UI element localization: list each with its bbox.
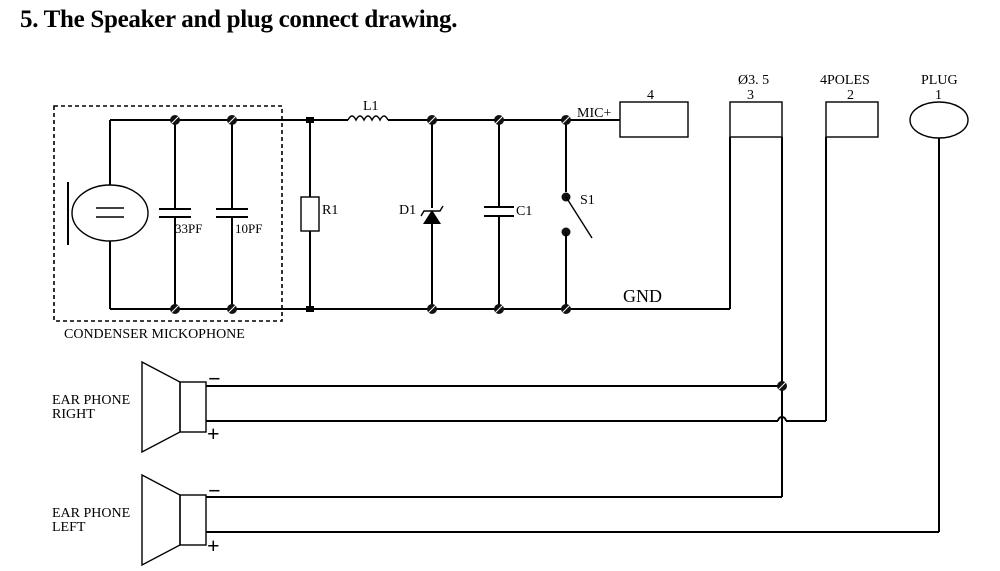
pin4-number: 4 xyxy=(647,88,654,103)
left-plus: + xyxy=(207,533,220,558)
right-label-line1: EAR PHONE xyxy=(52,393,130,408)
r1-label: R1 xyxy=(322,203,338,218)
pin2-number: 2 xyxy=(847,88,854,103)
pin3-number: 3 xyxy=(747,88,754,103)
resistor-r1 xyxy=(300,120,320,309)
inductor-l1 xyxy=(347,115,389,122)
pin1-heading: PLUG xyxy=(921,73,958,88)
right-minus: − xyxy=(208,366,221,391)
microphone-dashed-box xyxy=(53,105,283,322)
plug-contact-4 xyxy=(619,101,689,138)
left-label-line2: LEFT xyxy=(52,520,86,535)
left-minus: − xyxy=(208,478,221,503)
zener-diode-d1 xyxy=(420,120,444,309)
cap1-label: 33PF xyxy=(175,221,202,236)
microphone-label: CONDENSER MICKOPHONE xyxy=(64,327,245,342)
right-label-line2: RIGHT xyxy=(52,407,95,422)
capacitor-c1 xyxy=(484,120,514,309)
pin2-heading: 4POLES xyxy=(820,73,870,88)
page-title: 5. The Speaker and plug connect drawing. xyxy=(20,6,458,33)
switch-s1 xyxy=(561,120,593,309)
speaker-right xyxy=(141,360,207,454)
gnd-label: GND xyxy=(623,286,662,306)
c1-label: C1 xyxy=(516,204,532,219)
right-plus: + xyxy=(207,421,220,446)
plug-contact-1 xyxy=(909,101,969,139)
capacitor-10pf xyxy=(216,120,248,309)
pin1-number: 1 xyxy=(935,88,942,103)
plug-contact-3 xyxy=(729,101,783,138)
d1-label: D1 xyxy=(399,203,416,218)
plug-contact-2 xyxy=(825,101,879,138)
s1-label: S1 xyxy=(580,193,595,208)
speaker-left xyxy=(141,473,207,567)
pin3-heading: Ø3. 5 xyxy=(738,73,769,88)
left-label-line1: EAR PHONE xyxy=(52,506,130,521)
l1-label: L1 xyxy=(363,99,379,114)
cap2-label: 10PF xyxy=(235,221,262,236)
mic-plus-label: MIC+ xyxy=(577,106,611,121)
microphone-capsule xyxy=(67,182,149,245)
capacitor-33pf xyxy=(159,120,191,309)
